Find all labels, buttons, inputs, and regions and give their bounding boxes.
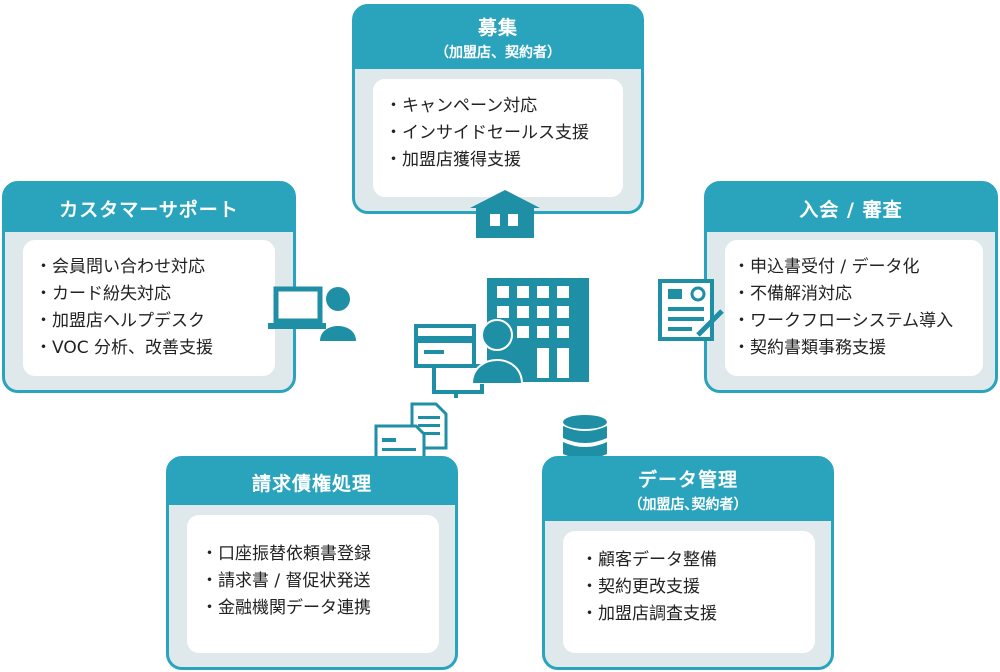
customer-support-list: 会員問い合わせ対応 カード紛失対応 加盟店ヘルプデスク VOC 分析、改善支援 xyxy=(35,254,275,362)
data-management-list: 顧客データ整備 契約更改支援 加盟店調査支援 xyxy=(581,547,815,628)
enrollment-card: 入会 / 審査 申込書受付 / データ化 不備解消対応 ワークフローシステム導入… xyxy=(704,181,998,393)
recruit-card: 募集 （加盟店、契約者） キャンペーン対応 インサイドセールス支援 加盟店獲得支… xyxy=(352,4,644,214)
data-management-title: データ管理 xyxy=(637,469,738,491)
recruit-subtitle: （加盟店、契約者） xyxy=(435,45,561,61)
customer-support-card-body: 会員問い合わせ対応 カード紛失対応 加盟店ヘルプデスク VOC 分析、改善支援 xyxy=(23,240,275,376)
list-item: 顧客データ整備 xyxy=(581,547,815,574)
billing-card-header: 請求債権処理 xyxy=(169,459,455,505)
list-item: 加盟店獲得支援 xyxy=(385,147,623,174)
list-item: 請求書 / 督促状発送 xyxy=(201,568,439,595)
enrollment-title: 入会 / 審査 xyxy=(799,199,903,221)
data-management-subtitle: （加盟店､契約者） xyxy=(628,497,748,513)
form-pen-icon xyxy=(658,279,724,341)
enrollment-list: 申込書受付 / データ化 不備解消対応 ワークフローシステム導入 契約書類事務支… xyxy=(733,254,983,362)
data-management-card: データ管理 （加盟店､契約者） 顧客データ整備 契約更改支援 加盟店調査支援 xyxy=(542,456,834,670)
list-item: 金融機関データ連携 xyxy=(201,595,439,622)
list-item: キャンペーン対応 xyxy=(385,93,623,120)
data-management-card-header: データ管理 （加盟店､契約者） xyxy=(545,459,831,521)
card-terminal-icon xyxy=(414,324,484,398)
list-item: カード紛失対応 xyxy=(35,281,275,308)
customer-support-card-header: カスタマーサポート xyxy=(5,184,293,232)
billing-card-body: 口座振替依頼書登録 請求書 / 督促状発送 金融機関データ連携 xyxy=(187,515,439,653)
list-item: 申込書受付 / データ化 xyxy=(733,254,983,281)
enrollment-card-body: 申込書受付 / データ化 不備解消対応 ワークフローシステム導入 契約書類事務支… xyxy=(725,240,983,376)
laptop-person-icon xyxy=(268,286,356,341)
customer-support-card: カスタマーサポート 会員問い合わせ対応 カード紛失対応 加盟店ヘルプデスク VO… xyxy=(2,181,296,393)
list-item: インサイドセールス支援 xyxy=(385,120,623,147)
recruit-title: 募集 xyxy=(477,17,518,39)
data-management-card-body: 顧客データ整備 契約更改支援 加盟店調査支援 xyxy=(563,531,815,653)
list-item: 契約書類事務支援 xyxy=(733,335,983,362)
list-item: 会員問い合わせ対応 xyxy=(35,254,275,281)
billing-card: 請求債権処理 口座振替依頼書登録 請求書 / 督促状発送 金融機関データ連携 xyxy=(166,456,458,670)
billing-list: 口座振替依頼書登録 請求書 / 督促状発送 金融機関データ連携 xyxy=(201,541,439,622)
house-icon xyxy=(470,190,540,238)
recruit-list: キャンペーン対応 インサイドセールス支援 加盟店獲得支援 xyxy=(385,93,623,174)
office-building-icon xyxy=(487,278,589,382)
list-item: 口座振替依頼書登録 xyxy=(201,541,439,568)
list-item: ワークフローシステム導入 xyxy=(733,308,983,335)
list-item: 加盟店ヘルプデスク xyxy=(35,308,275,335)
list-item: 不備解消対応 xyxy=(733,281,983,308)
list-item: 加盟店調査支援 xyxy=(581,601,815,628)
enrollment-card-header: 入会 / 審査 xyxy=(707,184,995,232)
person-icon xyxy=(470,319,524,384)
database-icon xyxy=(563,415,607,467)
billing-title: 請求債権処理 xyxy=(251,473,372,495)
recruit-card-header: 募集 （加盟店、契約者） xyxy=(355,7,641,69)
list-item: VOC 分析、改善支援 xyxy=(35,335,275,362)
documents-icon xyxy=(374,402,448,464)
recruit-card-body: キャンペーン対応 インサイドセールス支援 加盟店獲得支援 xyxy=(373,79,623,197)
customer-support-title: カスタマーサポート xyxy=(59,199,239,221)
list-item: 契約更改支援 xyxy=(581,574,815,601)
